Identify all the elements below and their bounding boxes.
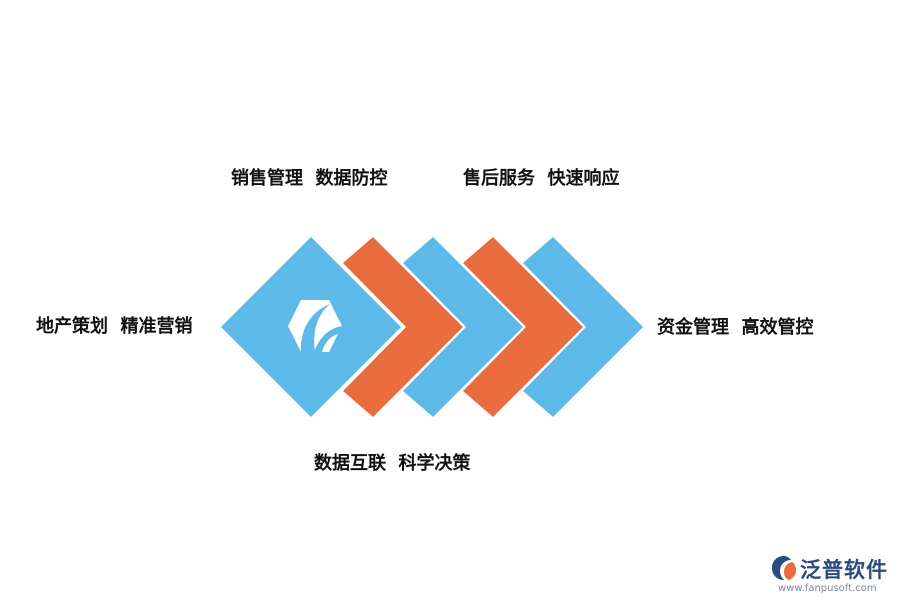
chevron-blue-2 <box>523 237 643 417</box>
label-bottom: 数据互联 科学决策 <box>314 453 471 474</box>
label-right: 资金管理 高效管控 <box>657 317 814 338</box>
watermark-url: www.fanpusoft.com <box>778 583 877 594</box>
label-top-left: 销售管理 数据防控 <box>231 168 388 189</box>
fanpu-logo-icon <box>772 556 797 580</box>
chevron-orange-1 <box>343 237 463 417</box>
watermark: 泛普软件 www.fanpusoft.com <box>770 552 894 596</box>
chevron-blue-1 <box>403 237 523 417</box>
company-logo-icon <box>288 300 342 352</box>
watermark-brand-name: 泛普软件 <box>800 558 888 582</box>
label-left: 地产策划 精准营销 <box>36 316 193 337</box>
chevron-orange-2 <box>463 237 583 417</box>
label-top-right: 售后服务 快速响应 <box>463 168 620 189</box>
